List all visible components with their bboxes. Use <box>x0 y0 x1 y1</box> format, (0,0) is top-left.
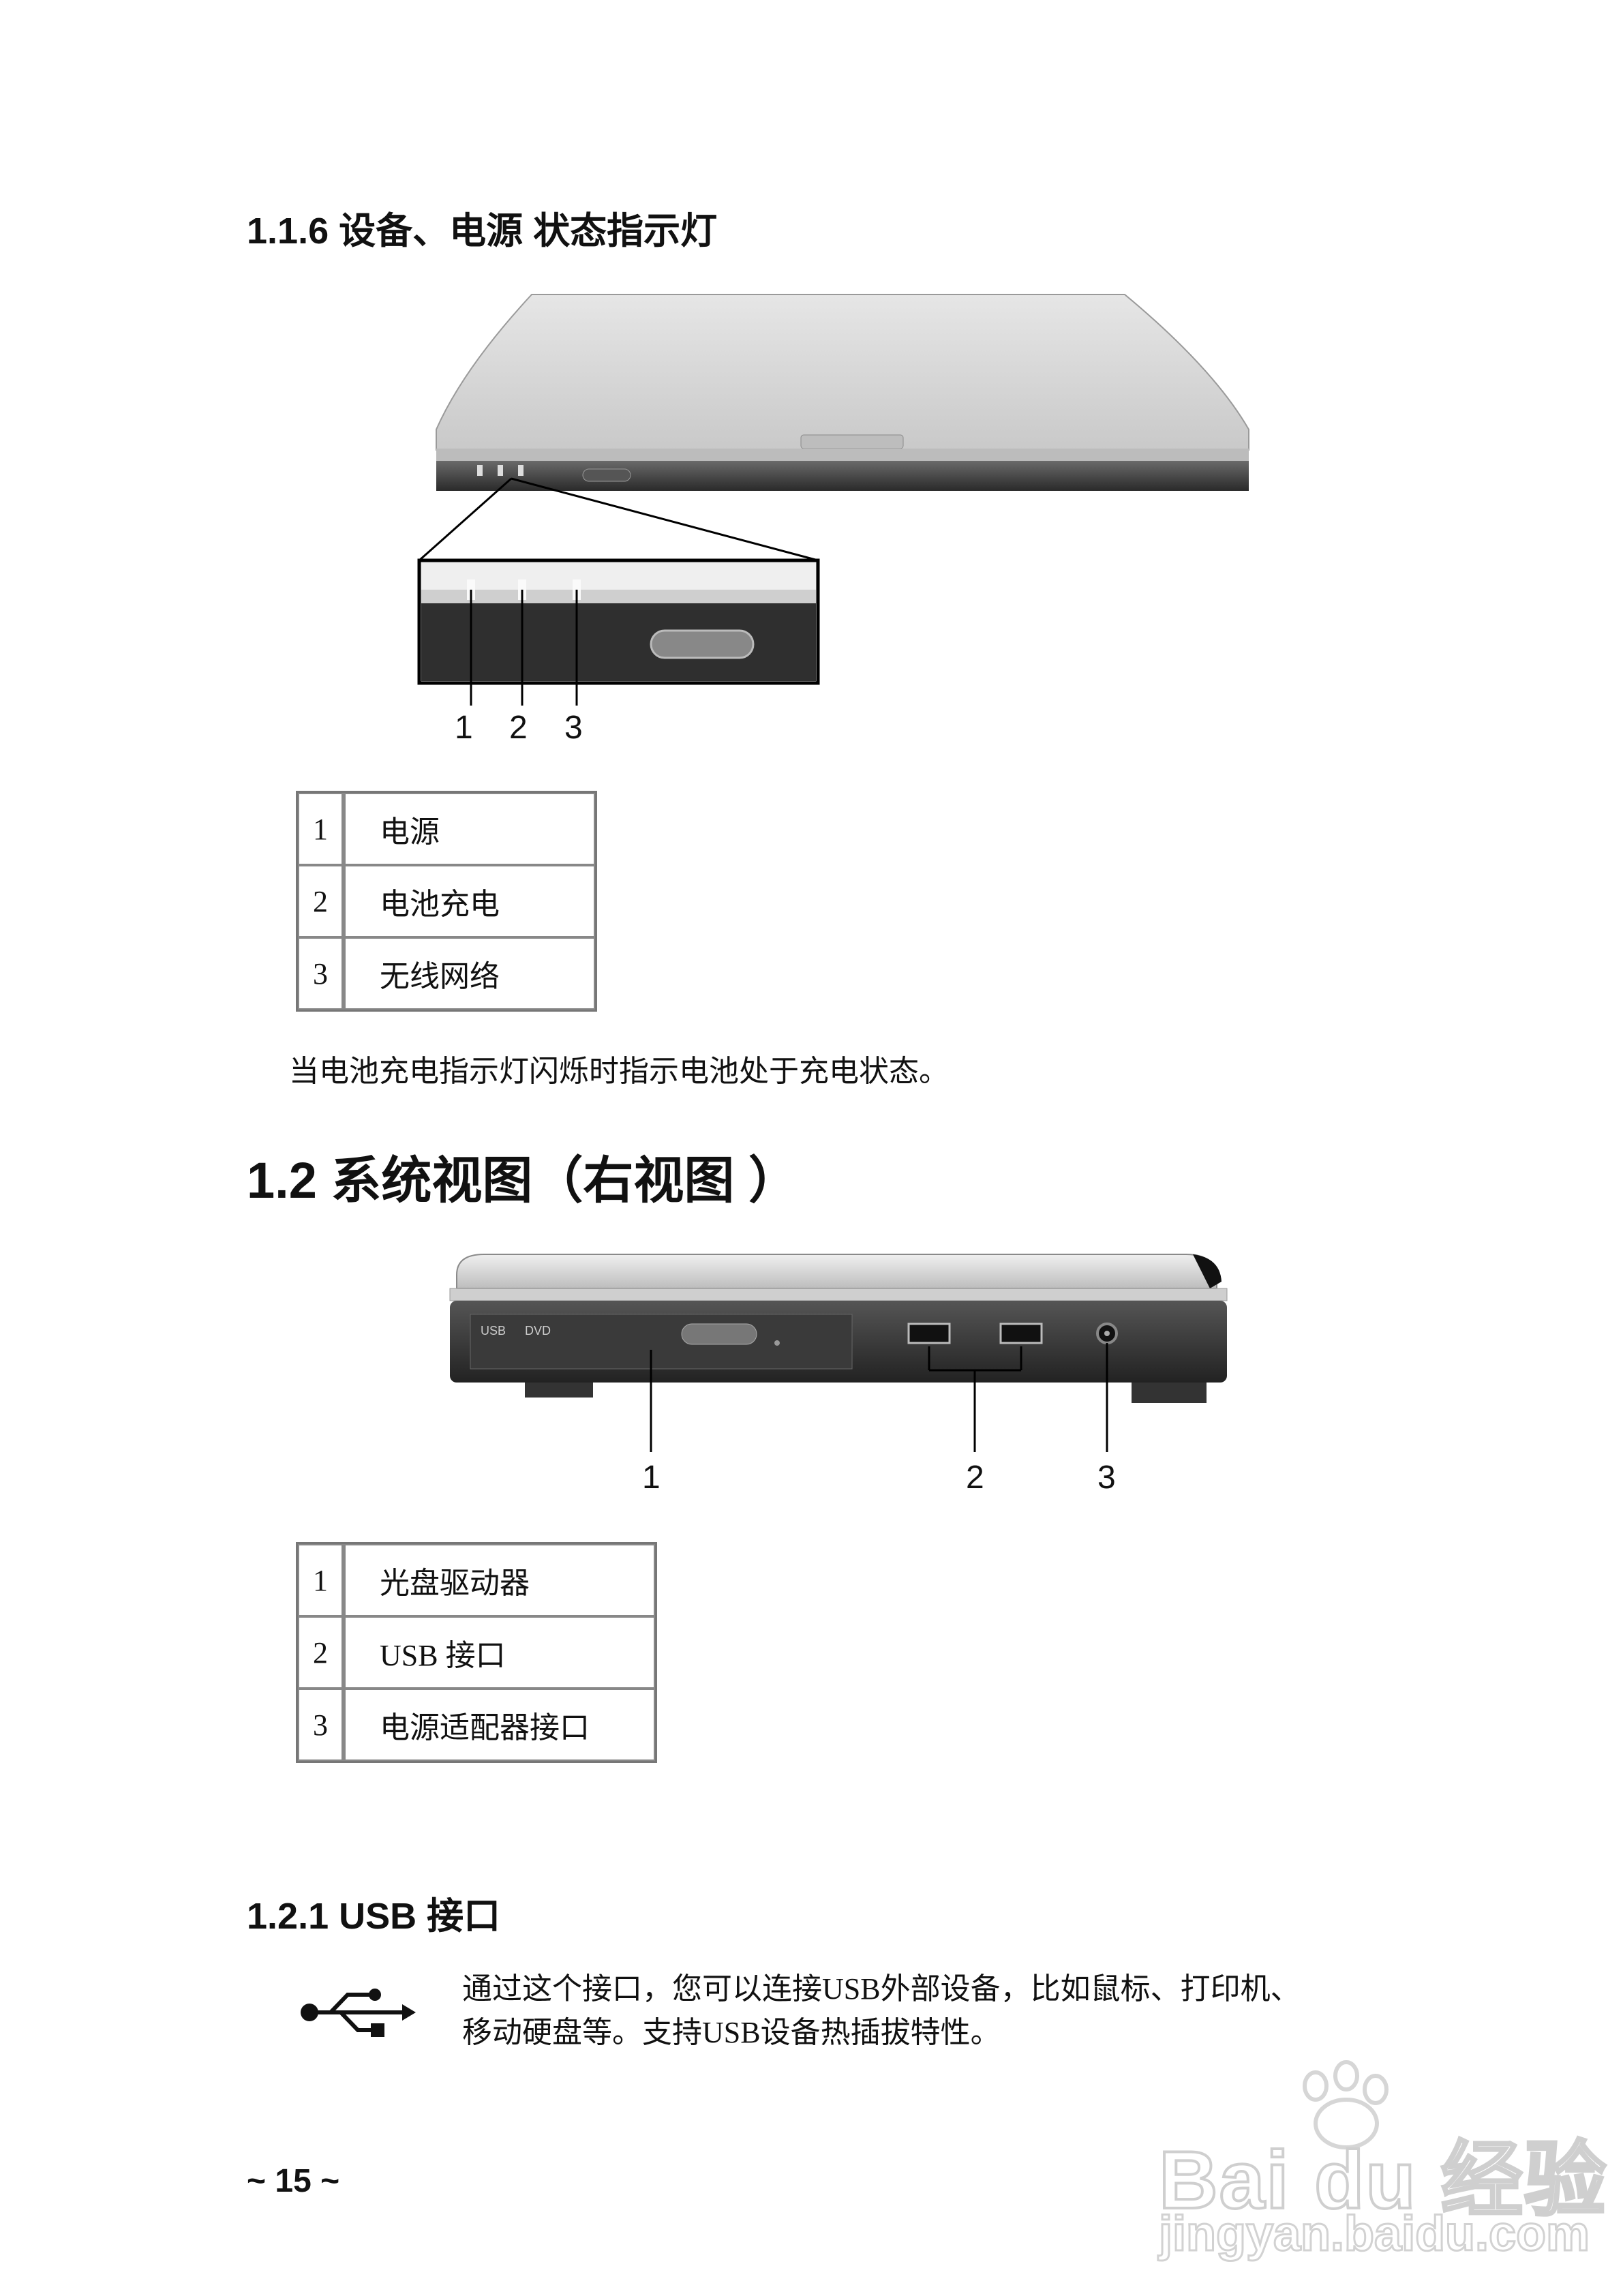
usb-icon <box>301 1989 416 2037</box>
callout-2: 2 <box>509 710 528 746</box>
legend-num: 1 <box>298 793 344 865</box>
legend-label: 电源 <box>344 793 595 865</box>
paw-icon <box>1303 2060 1389 2149</box>
table-row: 2 USB 接口 <box>298 1616 655 1689</box>
charging-note: 当电池充电指示灯闪烁时指示电池处于充电状态。 <box>289 1055 949 1088</box>
callout-1: 1 <box>455 710 473 746</box>
legend-label: 光盘驱动器 <box>344 1544 655 1616</box>
laptop-front-view-figure <box>417 294 1249 706</box>
callout-3: 3 <box>564 710 583 746</box>
legend-label: 无线网络 <box>344 937 595 1010</box>
section-heading-1-2-1: 1.2.1 USB 接口 <box>247 1896 501 1937</box>
watermark-brand: Bai du 经验 <box>1157 2133 1608 2227</box>
table-row: 2 电池充电 <box>298 865 595 937</box>
page-number: ~ 15 ~ <box>247 2163 340 2199</box>
section-heading-1-1-6: 1.1.6 设备、电源 状态指示灯 <box>247 211 718 252</box>
callout-3: 3 <box>1097 1460 1116 1496</box>
svg-text:DVD: DVD <box>525 1324 551 1338</box>
port-legend-table: 1 光盘驱动器 2 USB 接口 3 电源适配器接口 <box>296 1542 657 1763</box>
legend-label: 电池充电 <box>344 865 595 937</box>
legend-num: 2 <box>298 865 344 937</box>
callout-2: 2 <box>966 1460 984 1496</box>
callout-1: 1 <box>642 1460 661 1496</box>
usb-description-line2: 移动硬盘等。支持USB设备热插拔特性。 <box>462 2016 1001 2049</box>
indicator-legend-table: 1 电源 2 电池充电 3 无线网络 <box>296 791 597 1012</box>
legend-num: 3 <box>298 1689 344 1761</box>
watermark-url: jingyan.baidu.com <box>1157 2206 1590 2263</box>
table-row: 3 电源适配器接口 <box>298 1689 655 1761</box>
legend-label: 电源适配器接口 <box>344 1689 655 1761</box>
legend-label: USB 接口 <box>344 1616 655 1689</box>
legend-num: 1 <box>298 1544 344 1616</box>
table-row: 1 光盘驱动器 <box>298 1544 655 1616</box>
table-row: 1 电源 <box>298 793 595 865</box>
svg-text:USB: USB <box>481 1324 506 1338</box>
section-heading-1-2: 1.2 系统视图（右视图 ） <box>247 1152 799 1209</box>
table-row: 3 无线网络 <box>298 937 595 1010</box>
usb-description-line1: 通过这个接口，您可以连接USB外部设备，比如鼠标、打印机、 <box>462 1972 1301 2006</box>
laptop-right-view-figure: USB DVD <box>449 1254 1228 1452</box>
legend-num: 2 <box>298 1616 344 1689</box>
legend-num: 3 <box>298 937 344 1010</box>
